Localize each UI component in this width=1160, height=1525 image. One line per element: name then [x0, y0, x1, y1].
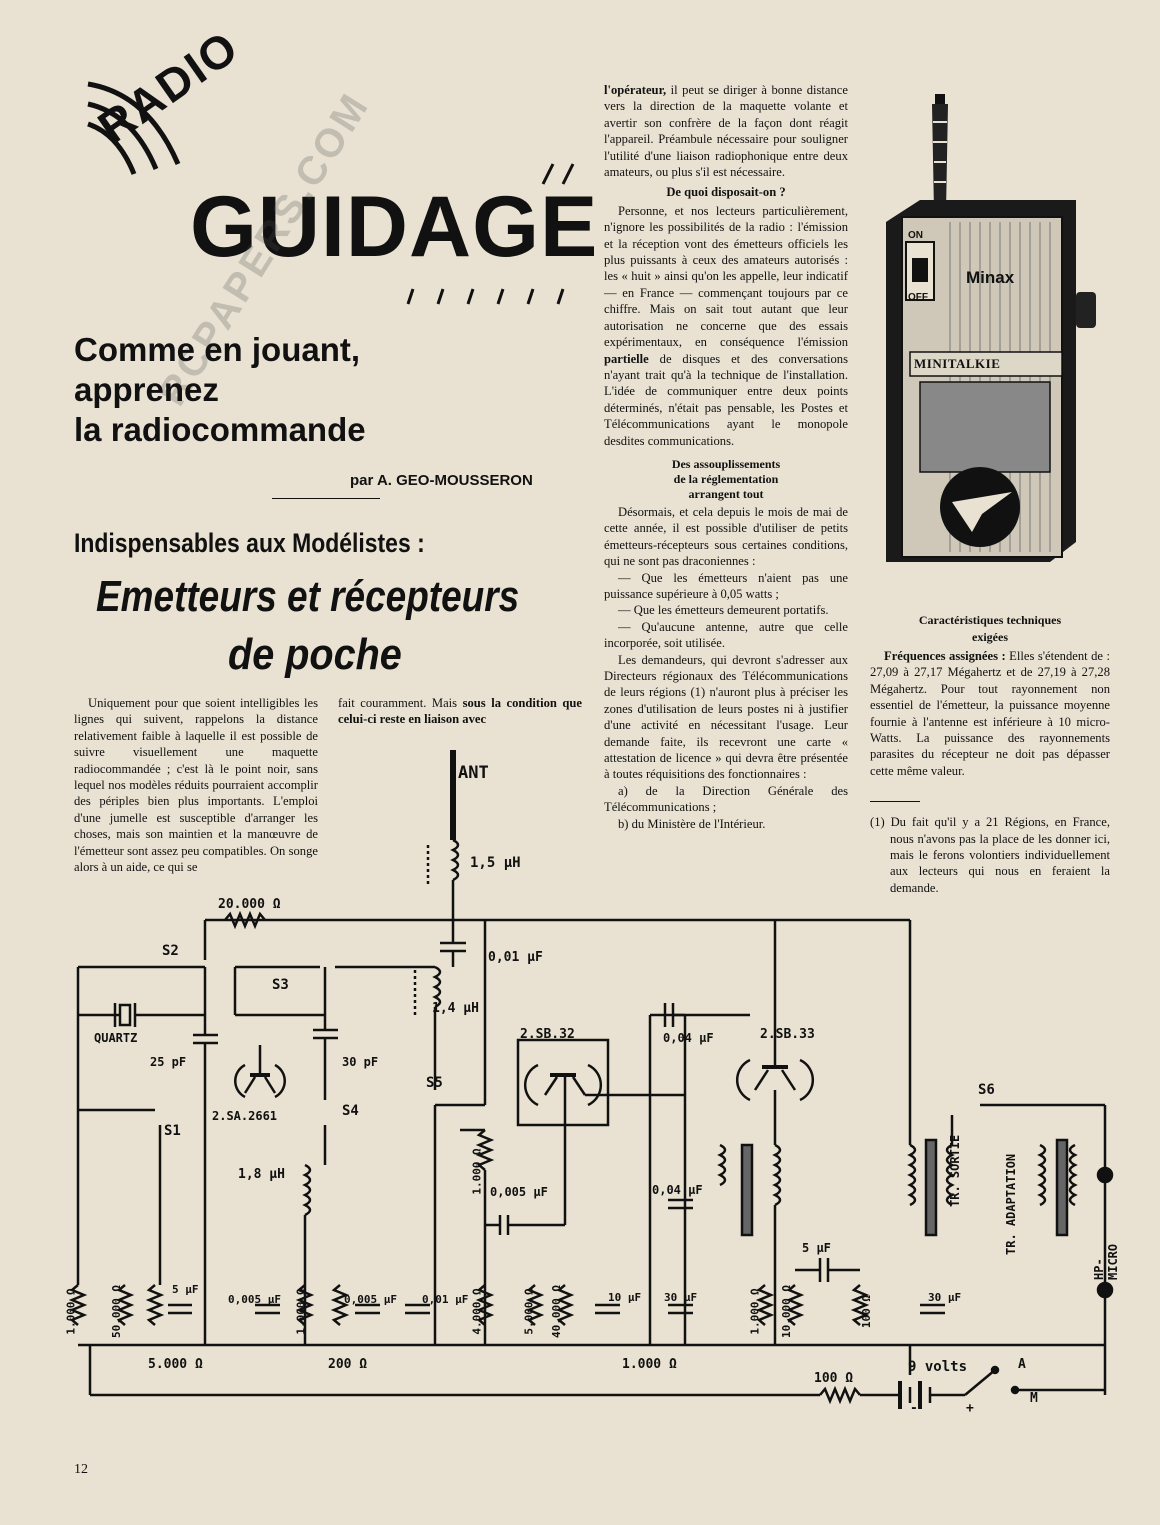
right-col: Caractéristiques techniques exigées Fréq… [870, 613, 1110, 895]
label-sw-m: M [1030, 1391, 1038, 1406]
label-s3: S3 [272, 977, 289, 993]
label-s6: S6 [978, 1082, 995, 1098]
label-c004b: 0,04 µF [652, 1183, 703, 1197]
label-r40000: 40.000 Ω [549, 1285, 563, 1338]
label-c0005c: 0,005 µF [344, 1293, 397, 1306]
page-number: 12 [74, 1462, 88, 1477]
heading-caracteristiques: Caractéristiques techniques exigées [918, 613, 1062, 644]
subhead-kicker: Indispensables aux Modélistes : [74, 528, 425, 558]
label-battery: 9 volts [908, 1359, 968, 1375]
headline: Comme en jouant, apprenez la radiocomman… [74, 330, 594, 450]
device-brand: Minax [966, 268, 1015, 287]
label-s2: S2 [162, 943, 179, 959]
label-c0005b: 0,005 µF [228, 1293, 281, 1306]
divider [272, 498, 380, 499]
label-ant: ANT [458, 763, 489, 783]
label-c004a: 0,04 µF [663, 1031, 714, 1045]
device-model: MINITALKIE [914, 356, 1001, 371]
circuit-schematic: ANT 1,5 µH 20.000 Ω 0,01 µF 1,4 µH S2 S3… [60, 745, 1120, 1435]
label-q1: 2.SA.2661 [212, 1109, 278, 1123]
label-r100v: 100 Ω [860, 1294, 874, 1329]
label-tr-sortie: TR. SORTIE [948, 1134, 962, 1207]
logo-guidage: GUIDAGE [190, 179, 599, 275]
label-r200: 200 Ω [328, 1357, 368, 1372]
label-l-ant: 1,5 µH [470, 855, 521, 871]
label-r5000: 5.000 Ω [148, 1357, 203, 1372]
label-l-mid: 1,4 µH [432, 1001, 479, 1016]
device-off-label: OFF [908, 292, 928, 303]
footnote: (1) Du fait qu'il y a 21 Régions, en Fra… [870, 815, 1110, 895]
label-c10: 10 µF [608, 1291, 642, 1304]
label-r50000: 50.000 Ω [109, 1285, 123, 1338]
headline-line-2: apprenez [74, 371, 219, 408]
label-c5a: 5 µF [172, 1283, 199, 1296]
header-logo: RADIO GUIDAGE [78, 20, 599, 314]
article-col-center: l'opérateur, il peut se diriger à bonne … [604, 83, 848, 831]
radio-waves-graphic [87, 81, 575, 305]
label-r1000e: 1.000 Ω [622, 1357, 677, 1372]
label-c0005: 0,005 µF [490, 1185, 548, 1199]
label-r100: 100 Ω [814, 1371, 854, 1386]
label-r1000c: 1.000 Ω [470, 1148, 484, 1195]
article-col-left: Uniquement pour que soient intelligibles… [74, 695, 318, 875]
label-c25: 25 pF [150, 1055, 187, 1069]
label-s4: S4 [342, 1103, 359, 1119]
label-q2: 2.SB.32 [520, 1027, 575, 1042]
para-intro: Uniquement pour que soient intelligibles… [74, 696, 318, 875]
label-hp-micro: HP-MICRO [1092, 1243, 1120, 1280]
label-r5000v: 5.000 Ω [522, 1288, 536, 1335]
minitalkie-device: ON OFF Minax MINITALKIE [880, 82, 1100, 582]
label-r1000b: 1.000 Ω [294, 1288, 308, 1335]
label-r1000a: 1.000 Ω [64, 1288, 78, 1335]
label-c-top: 0,01 µF [488, 950, 543, 965]
label-r1000d: 1.000 Ω [748, 1288, 762, 1335]
label-r4000: 4.000 Ω [470, 1288, 484, 1335]
label-q3: 2.SB.33 [760, 1027, 815, 1042]
footnote-divider [870, 801, 920, 803]
schematic-drawing [68, 750, 1114, 1409]
article-col-mid: fait couramment. Mais sous la condition … [338, 696, 582, 727]
label-c30b: 30 µF [928, 1291, 962, 1304]
device-drawing [886, 94, 1096, 562]
heading-assouplissements: Des assouplissements de la réglementatio… [671, 456, 781, 501]
label-c30a: 30 µF [664, 1291, 698, 1304]
label-l18: 1,8 µH [238, 1167, 285, 1182]
subhead-title-1: Emetteurs et récepteurs [96, 572, 520, 621]
label-quartz: QUARTZ [94, 1031, 138, 1045]
label-c5b: 5 µF [802, 1241, 831, 1255]
headline-line-3: la radiocommande [74, 411, 366, 448]
label-r10000: 10.000 Ω [779, 1285, 793, 1338]
label-c001: 0,01 µF [422, 1293, 469, 1306]
headline-line-1: Comme en jouant, [74, 331, 361, 368]
label-r-top: 20.000 Ω [218, 897, 281, 912]
label-tr-adapt: TR. ADAPTATION [1004, 1153, 1018, 1255]
label-s1: S1 [164, 1123, 181, 1139]
heading-de-quoi: De quoi disposait-on ? [666, 185, 786, 200]
label-plus: + [966, 1401, 974, 1416]
device-on-label: ON [908, 230, 923, 241]
subhead-title-2: de poche [228, 630, 402, 679]
label-minus: - [910, 1401, 918, 1416]
label-sw-a: A [1018, 1357, 1026, 1372]
byline: par A. GEO-MOUSSERON [350, 472, 533, 489]
label-c30p: 30 pF [342, 1055, 379, 1069]
label-s5: S5 [426, 1075, 443, 1091]
